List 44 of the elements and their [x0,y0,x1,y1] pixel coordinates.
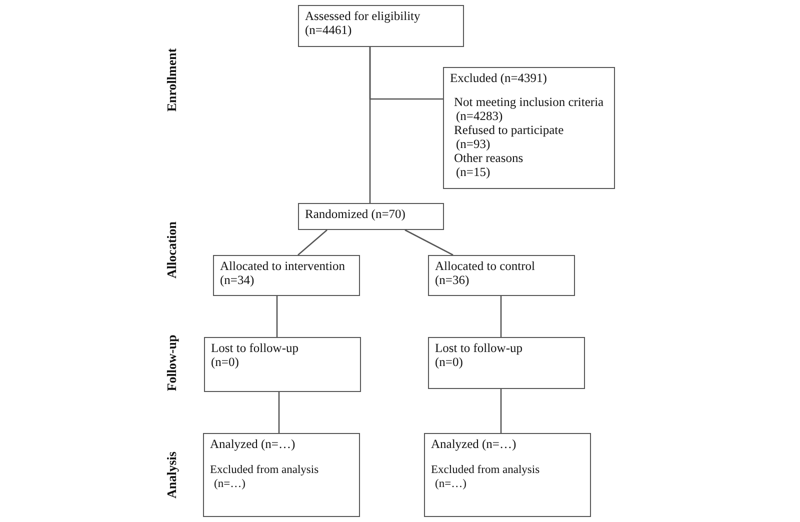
process-box [298,203,444,230]
box-text: (n=4461) [305,23,353,37]
box-text: (n=0) [435,355,464,369]
connector-line [276,296,278,337]
box-text: Allocated to intervention [220,259,346,273]
process-box [428,255,575,296]
box-text: (n=4283) [455,109,504,123]
phase-label: Enrollment [164,48,180,112]
box-text: Lost to follow-up [435,341,524,355]
process-box [443,67,615,189]
phase-label: Follow-up [164,334,180,392]
box-text: Excluded from analysis [210,463,320,477]
process-box [428,337,585,389]
connector-line [500,296,502,337]
box-text: Allocated to control [435,259,536,273]
box-text: (n=0) [211,355,240,369]
box-text: (n=34) [220,273,256,287]
connector-line [298,230,328,256]
box-text: (n=93) [455,137,492,151]
connector-line [500,389,502,433]
box-text: Refused to participate [453,123,565,137]
box-text: Analyzed (n=…) [210,437,296,451]
process-box [298,5,464,47]
box-text: (n=…) [434,477,468,491]
process-box [424,433,591,517]
phase-label: Analysis [164,452,180,498]
box-text: (n=…) [213,477,246,491]
process-box [213,255,360,296]
box-text: Excluded from analysis [431,463,541,477]
box-text: Not meeting inclusion criteria [453,95,605,109]
box-text: Excluded (n=4391) [450,71,548,85]
box-text: Lost to follow-up [211,341,300,355]
box-text: Randomized (n=70) [305,207,406,221]
box-text: (n=15) [455,165,492,179]
box-text: Analyzed (n=…) [431,437,518,451]
box-text: (n=36) [435,273,470,287]
connector-line [404,229,454,256]
connector-line [278,392,280,433]
phase-label: Allocation [164,221,180,279]
box-text: Assessed for eligibility [305,9,422,23]
connector-line [369,47,443,100]
process-box [203,433,360,517]
process-box [204,337,361,392]
box-text: Other reasons [453,151,524,165]
